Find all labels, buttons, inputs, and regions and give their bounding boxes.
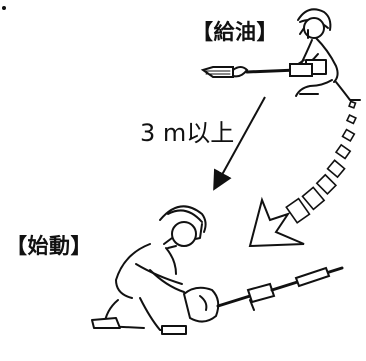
- start-trimmer-icon: [182, 266, 344, 323]
- start-label: 【始動】: [6, 234, 92, 258]
- refuel-person-icon: [289, 8, 361, 101]
- corner-dot: [2, 6, 6, 10]
- move-path-arrow-icon: [248, 100, 357, 248]
- distance-arrow-icon: [213, 96, 266, 191]
- refuel-label: 【給油】: [192, 20, 278, 44]
- start-person-icon: [91, 205, 207, 335]
- distance-label: 3 m以上: [140, 119, 235, 147]
- refuel-trimmer-icon: [200, 63, 313, 78]
